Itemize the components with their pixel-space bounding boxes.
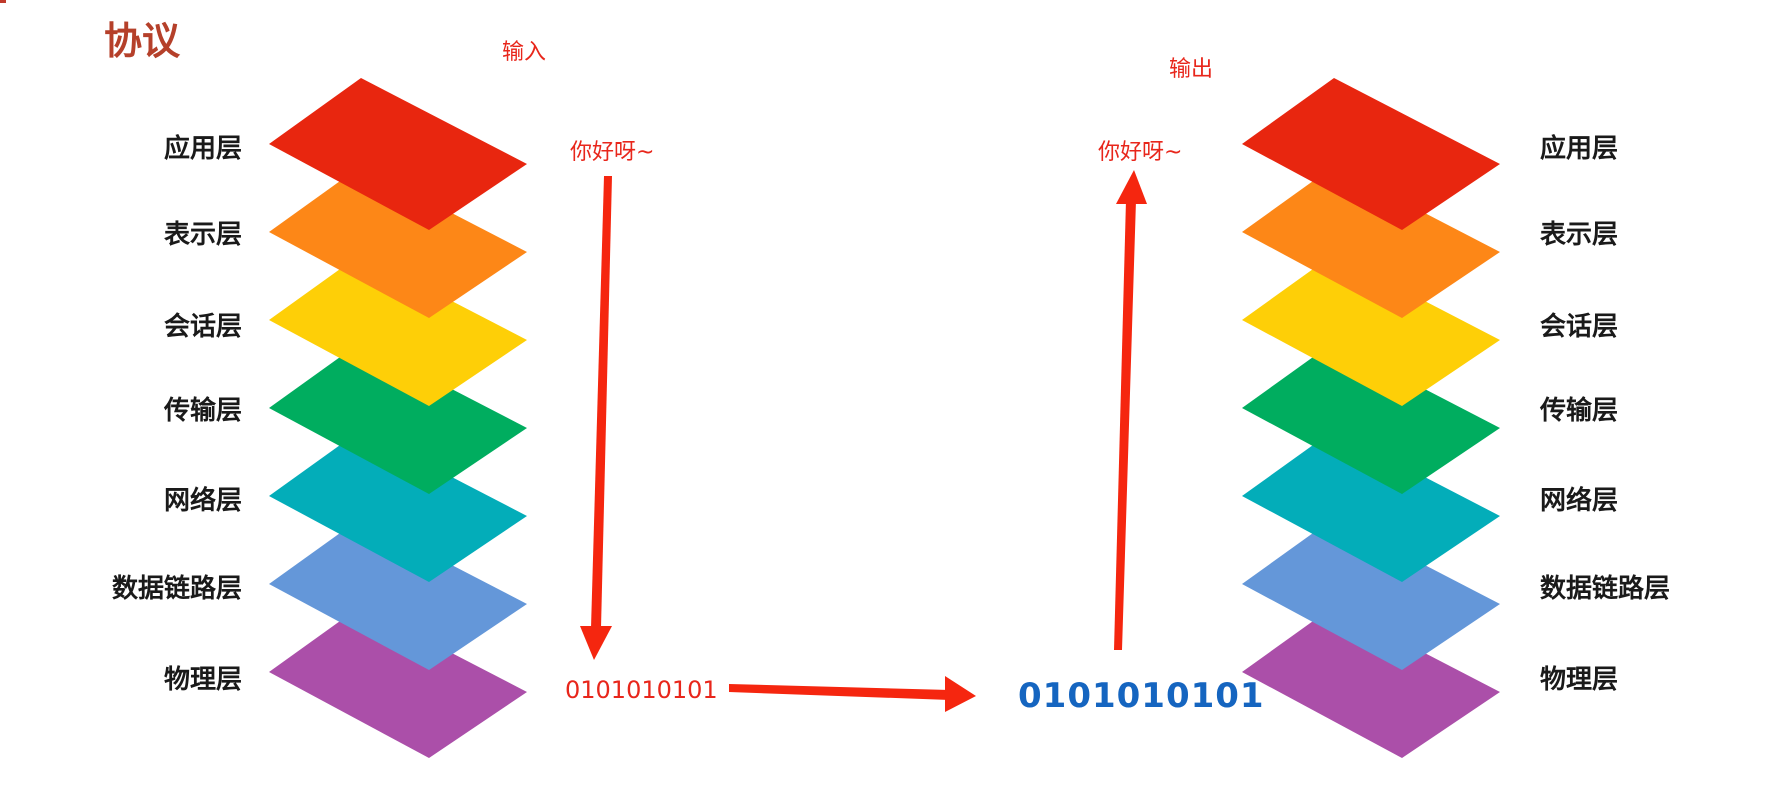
right-layer-6 — [1242, 518, 1500, 670]
left-layer-label: 表示层 — [163, 220, 242, 250]
left-layer-5 — [269, 430, 527, 582]
left-layer-3 — [269, 254, 527, 406]
input-label: 输入 — [502, 40, 547, 65]
left-layer-stack — [269, 78, 527, 758]
right-layer-label: 物理层 — [1540, 665, 1619, 695]
page-title: 协议 — [104, 19, 181, 63]
bits-left: 0101010101 — [565, 676, 718, 704]
right-layer-label: 传输层 — [1540, 396, 1619, 426]
left-layer-7 — [269, 606, 527, 758]
right-layer-3 — [1242, 254, 1500, 406]
left-layer-label: 网络层 — [163, 486, 242, 516]
right-layer-label: 网络层 — [1540, 486, 1619, 516]
left-layer-label: 物理层 — [163, 665, 242, 695]
left-layer-label: 会话层 — [163, 312, 242, 342]
corner-mark — [0, 0, 6, 3]
output-label: 输出 — [1169, 57, 1214, 82]
right-layer-label: 应用层 — [1540, 134, 1619, 164]
left-layer-1 — [269, 78, 527, 230]
right-layer-label: 表示层 — [1540, 220, 1619, 250]
up-arrow — [1114, 170, 1147, 650]
right-layer-5 — [1242, 430, 1500, 582]
bits-right: 0101010101 — [1018, 676, 1265, 716]
right-layer-4 — [1242, 342, 1500, 494]
right-arrow — [729, 676, 976, 712]
left-layer-label: 传输层 — [163, 396, 242, 426]
left-layer-4 — [269, 342, 527, 494]
down-arrow — [580, 176, 612, 660]
right-layer-2 — [1242, 166, 1500, 318]
left-layer-6 — [269, 518, 527, 670]
right-layer-stack — [1242, 78, 1500, 758]
message-left: 你好呀~ — [570, 140, 655, 165]
left-layer-2 — [269, 166, 527, 318]
right-layer-7 — [1242, 606, 1500, 758]
right-layer-label: 数据链路层 — [1540, 574, 1671, 604]
left-layer-label: 应用层 — [163, 134, 242, 164]
left-layer-label: 数据链路层 — [111, 574, 242, 604]
right-layer-label: 会话层 — [1540, 312, 1619, 342]
message-right: 你好呀~ — [1098, 140, 1183, 165]
right-layer-1 — [1242, 78, 1500, 230]
